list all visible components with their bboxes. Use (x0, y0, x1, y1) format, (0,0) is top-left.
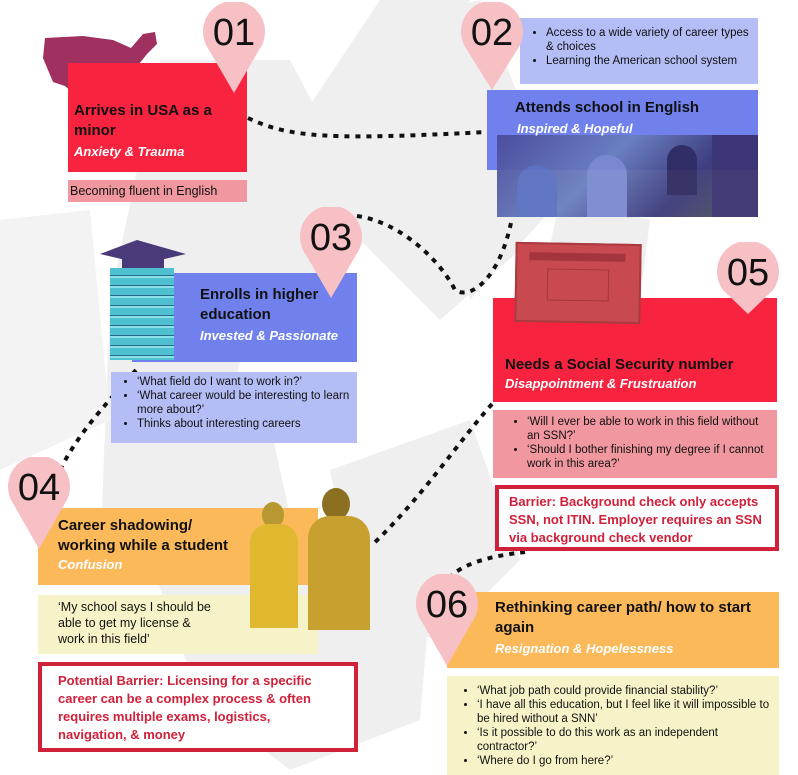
step-01-card: Arrives in USA as a minor Anxiety & Trau… (68, 63, 247, 172)
step-04-title: Career shadowing/ working while a studen… (58, 517, 229, 554)
step-05-number: 05 (726, 252, 770, 294)
step-05-emotion: Disappointment & Frustruation (505, 376, 697, 391)
step-04-number: 04 (17, 467, 61, 509)
step-03-notes: ‘What field do I want to work in?’ ‘What… (111, 372, 357, 443)
step-03-pin: 03 (300, 205, 362, 299)
path-04-05 (370, 402, 494, 547)
path-03-02 (356, 214, 514, 295)
step-02-notes: Access to a wide variety of career types… (520, 18, 758, 84)
step-06-note: ‘Where do I go from here?’ (477, 754, 773, 768)
step-01-pin: 01 (203, 0, 265, 94)
step-04-pin: 04 (7, 455, 71, 549)
step-05-pin: 05 (717, 240, 779, 334)
step-06-note: ‘I have all this education, but I feel l… (477, 698, 773, 726)
step-06-note: ‘What job path could provide financial s… (477, 684, 773, 698)
step-02-note: Access to a wide variety of career types… (546, 26, 752, 54)
step-01-emotion: Anxiety & Trauma (74, 144, 185, 159)
step-06-emotion: Resignation & Hopelessness (495, 641, 674, 656)
step-01-title: Arrives in USA as a minor (74, 102, 212, 139)
step-03-note: Thinks about interesting careers (137, 417, 353, 431)
step-04-emotion: Confusion (58, 557, 123, 572)
step-02-title: Attends school in English (514, 99, 700, 116)
step-05-notes: ‘Will I ever be able to work in this fie… (493, 410, 777, 478)
step-06-pin: 06 (416, 572, 478, 666)
path-05-06 (450, 550, 526, 577)
step-01-note: Becoming fluent in English (68, 180, 247, 202)
map-pin-icon (203, 0, 265, 93)
path-01-02 (247, 116, 488, 139)
step-05-barrier: Barrier: Background check only accepts S… (495, 485, 779, 551)
step-06-notes: ‘What job path could provide financial s… (447, 676, 779, 775)
map-pin-icon (717, 240, 779, 314)
two-students-photo (250, 488, 372, 630)
step-03-note: ‘What career would be interesting to lea… (137, 389, 353, 417)
map-pin-icon (300, 205, 362, 298)
step-05-note: ‘Should I bother finishing my degree if … (527, 443, 773, 471)
map-pin-icon (461, 0, 523, 90)
step-03-note: ‘What field do I want to work in?’ (137, 375, 353, 389)
step-05-title: Needs a Social Security number (505, 356, 734, 373)
step-06-note: ‘Is it possible to do this work as an in… (477, 726, 773, 754)
step-05-note: ‘Will I ever be able to work in this fie… (527, 415, 773, 443)
step-06-card: Rethinking career path/ how to start aga… (447, 592, 779, 668)
step-03-number: 03 (309, 217, 353, 259)
step-04-barrier: Potential Barrier: Licensing for a speci… (38, 662, 358, 752)
map-pin-icon (7, 455, 71, 549)
classroom-photo (497, 135, 758, 217)
social-security-card-image (514, 241, 642, 325)
step-02-note: Learning the American school system (546, 54, 752, 68)
map-pin-icon (416, 572, 478, 666)
graduation-books-icon (100, 240, 186, 362)
step-03-emotion: Invested & Passionate (200, 328, 338, 343)
step-03-title: Enrolls in higher education (200, 286, 319, 323)
step-02-emotion: Inspired & Hopeful (517, 121, 633, 136)
step-06-title: Rethinking career path/ how to start aga… (495, 599, 751, 636)
step-02-pin: 02 (461, 0, 523, 94)
step-06-number: 06 (425, 584, 469, 626)
step-02-number: 02 (470, 12, 514, 54)
step-01-number: 01 (212, 12, 256, 54)
